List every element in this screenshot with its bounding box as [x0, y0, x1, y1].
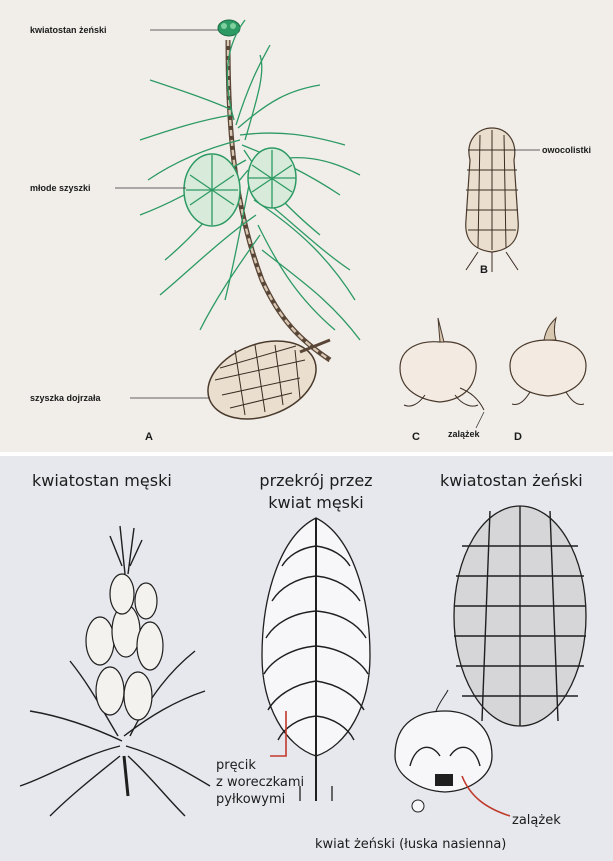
female-flower-scale [395, 690, 492, 812]
letter-c: C [412, 431, 420, 443]
label-stamen-line1: pręcik [216, 758, 256, 773]
male-inflorescence [20, 526, 210, 816]
pine-branch-diagram: kwiatostan żeński młode szyszki szyszka … [0, 0, 613, 452]
label-young-cones: młode szyszki [30, 183, 91, 193]
pine-branch-illustration: kwiatostan żeński młode szyszki szyszka … [0, 0, 613, 452]
leader-ovule-top [476, 412, 484, 428]
label-stamen-line2: z woreczkami [216, 775, 304, 790]
label-mature-cone: szyszka dojrzała [30, 393, 102, 403]
cone-b [466, 128, 519, 272]
label-seed-scales: owocolistki [542, 145, 591, 155]
title-female-inflorescence: kwiatostan żeński [440, 471, 583, 490]
letter-a: A [145, 431, 153, 443]
label-female-flower: kwiat żeński (łuska nasienna) [315, 837, 506, 852]
label-stamen-line3: pyłkowymi [216, 792, 285, 807]
ovule-d [510, 318, 586, 405]
title-cross-section-line2: kwiat męski [268, 493, 363, 512]
pine-flower-illustration: kwiatostan męski przekrój przez kwiat mę… [0, 456, 613, 861]
label-ovule-top: zalążek [448, 429, 481, 439]
young-cones [184, 148, 296, 226]
label-ovule-bottom: zalążek [512, 813, 561, 828]
pine-flower-diagram: kwiatostan męski przekrój przez kwiat mę… [0, 456, 613, 861]
letter-b: B [480, 264, 488, 276]
title-cross-section-line1: przekrój przez [259, 471, 372, 490]
label-female-inflorescence: kwiatostan żeński [30, 25, 107, 35]
male-flower-cross-section [262, 518, 370, 801]
title-male-inflorescence: kwiatostan męski [32, 471, 172, 490]
ovule-c [400, 318, 484, 410]
female-cone [454, 506, 586, 726]
letter-d: D [514, 431, 522, 443]
